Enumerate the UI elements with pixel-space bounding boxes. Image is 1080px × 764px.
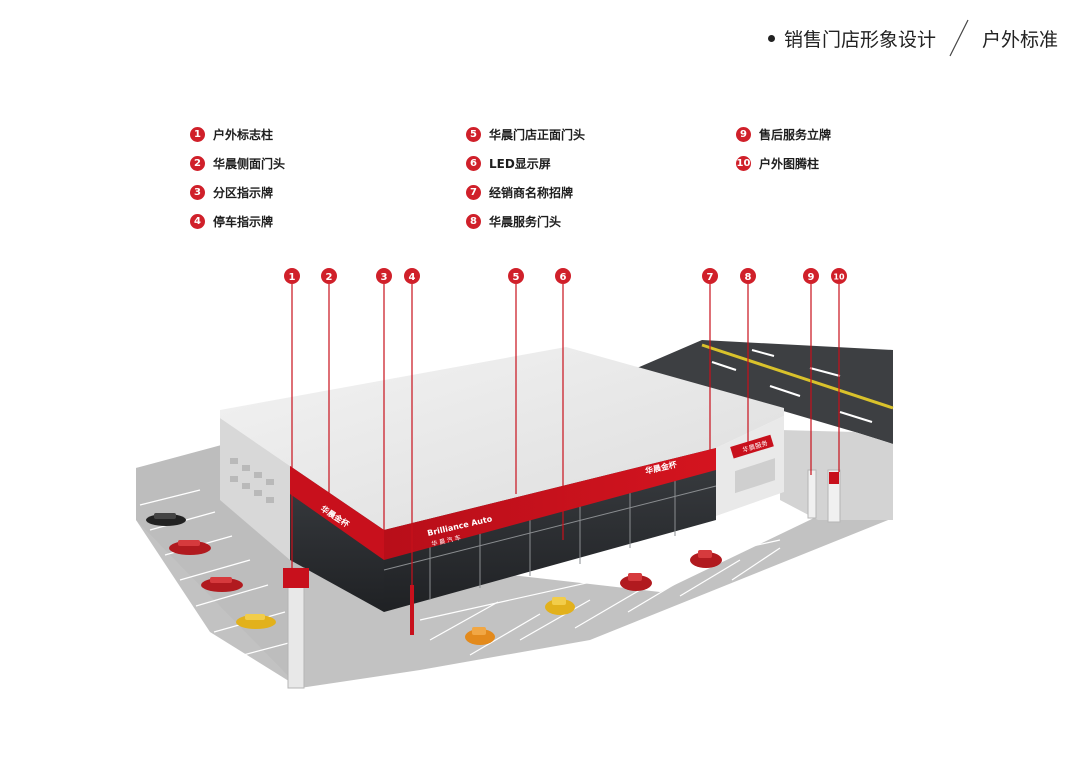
legend-label: 华晨服务门头 xyxy=(489,215,562,229)
legend-label: 华晨侧面门头 xyxy=(213,157,286,171)
legend: 1 户外标志柱 2 华晨侧面门头 3 分区指示牌 4 停车指示牌 5 华晨门店正… xyxy=(190,122,890,242)
callout-7-label: 7 xyxy=(707,272,714,283)
parked-car-orange xyxy=(465,627,495,645)
callout-8: 8 xyxy=(740,268,756,284)
parked-car-black xyxy=(146,513,186,526)
legend-label: 售后服务立牌 xyxy=(759,128,832,142)
legend-label: 停车指示牌 xyxy=(213,215,274,229)
parked-car-red xyxy=(169,540,211,555)
legend-badge: 7 xyxy=(466,185,481,200)
parked-car-red xyxy=(201,577,243,592)
legend-badge: 4 xyxy=(190,214,205,229)
callout-7: 7 xyxy=(702,268,718,284)
callout-10-label: 10 xyxy=(833,273,845,282)
parking-stall-lines xyxy=(139,489,781,659)
callout-3: 3 xyxy=(376,268,392,284)
legend-item-4: 4 停车指示牌 xyxy=(190,213,273,230)
callout-5-label: 5 xyxy=(513,272,520,283)
logo-pole-1-head xyxy=(283,568,309,588)
building-side-wall xyxy=(220,418,290,560)
callout-3-label: 3 xyxy=(381,272,388,283)
service-door xyxy=(735,458,775,494)
legend-item-6: 6 LED显示屏 xyxy=(466,155,551,172)
callout-1: 1 xyxy=(284,268,300,284)
legend-badge: 2 xyxy=(190,156,205,171)
legend-label: LED显示屏 xyxy=(489,157,551,171)
callout-leader-lines xyxy=(291,284,840,600)
legend-badge: 3 xyxy=(190,185,205,200)
callout-10: 10 xyxy=(831,268,847,284)
callout-4-label: 4 xyxy=(409,272,416,283)
legend-badge: 5 xyxy=(466,127,481,142)
slash-divider xyxy=(949,19,969,57)
legend-badge: 6 xyxy=(466,156,481,171)
road-lane-mark xyxy=(769,385,801,397)
road-lane-mark xyxy=(839,411,873,423)
callout-2: 2 xyxy=(321,268,337,284)
parked-car-yellow xyxy=(545,597,575,615)
callout-9-label: 9 xyxy=(808,272,815,283)
legend-badge: 1 xyxy=(190,127,205,142)
legend-item-2: 2 华晨侧面门头 xyxy=(190,155,285,172)
legend-badge: 8 xyxy=(466,214,481,229)
fascia-front-red xyxy=(384,448,716,560)
legend-label: 户外图腾柱 xyxy=(759,157,820,171)
legend-item-5: 5 华晨门店正面门头 xyxy=(466,126,585,143)
legend-item-3: 3 分区指示牌 xyxy=(190,184,273,201)
legend-badge: 9 xyxy=(736,127,751,142)
aftersales-board xyxy=(807,469,817,519)
parking-lot xyxy=(136,447,893,688)
legend-item-7: 7 经销商名称招牌 xyxy=(466,184,573,201)
callout-6: 6 xyxy=(555,268,571,284)
road xyxy=(637,340,893,444)
legend-label: 分区指示牌 xyxy=(213,186,274,200)
callout-2-label: 2 xyxy=(326,272,333,283)
callout-8-label: 8 xyxy=(745,272,752,283)
callout-4: 4 xyxy=(404,268,420,284)
road-lane-mark xyxy=(751,349,775,357)
road-center-line xyxy=(701,343,894,410)
side-wall-windows xyxy=(230,458,274,503)
building-roof xyxy=(220,347,784,530)
legend-label: 户外标志柱 xyxy=(213,128,274,142)
road-lane-mark xyxy=(711,361,737,371)
callout-9: 9 xyxy=(803,268,819,284)
bullet-icon xyxy=(767,34,775,42)
header-subtitle: 户外标准 xyxy=(981,28,1058,51)
parking-sign-pole xyxy=(410,585,414,635)
legend-label: 经销商名称招牌 xyxy=(489,186,574,200)
fascia-side-red xyxy=(290,466,384,560)
callout-5: 5 xyxy=(508,268,524,284)
road-lane-mark xyxy=(809,367,841,377)
callout-6-label: 6 xyxy=(560,272,567,283)
legend-badge: 10 xyxy=(736,156,751,171)
legend-item-1: 1 户外标志柱 xyxy=(190,126,273,143)
legend-label: 华晨门店正面门头 xyxy=(489,128,586,142)
totem-pole-head xyxy=(829,472,839,484)
parked-car-yellow xyxy=(236,614,276,629)
legend-item-10: 10 户外图腾柱 xyxy=(736,155,819,172)
legend-item-8: 8 华晨服务门头 xyxy=(466,213,561,230)
page-header: 销售门店形象设计 户外标准 xyxy=(767,18,1058,58)
legend-item-9: 9 售后服务立牌 xyxy=(736,126,831,143)
callout-1-label: 1 xyxy=(289,272,296,283)
parked-car-red xyxy=(620,573,652,591)
parked-car-red xyxy=(690,550,722,568)
header-title: 销售门店形象设计 xyxy=(783,28,936,51)
